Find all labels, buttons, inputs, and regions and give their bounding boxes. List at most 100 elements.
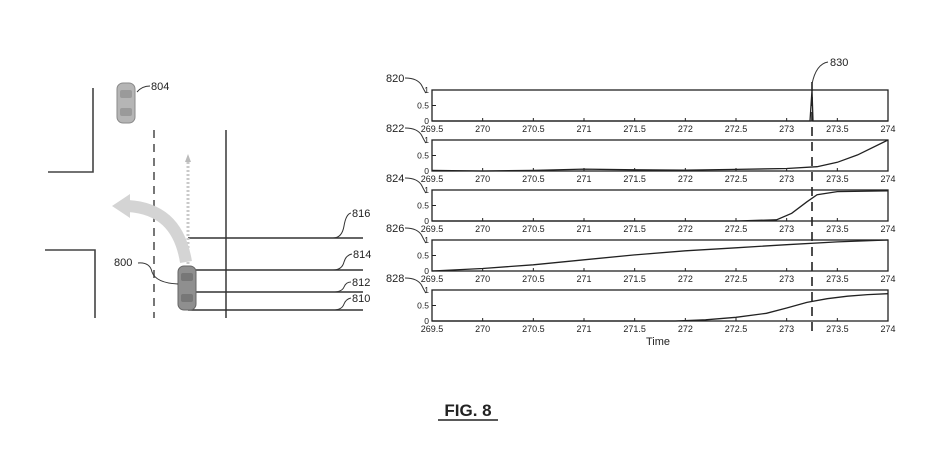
panel-826-leader — [404, 227, 427, 244]
panel-820-xtick-label: 271.5 — [623, 124, 646, 134]
panel-820-xtick-label: 270 — [475, 124, 490, 134]
panel-822-ref-label: 822 — [386, 123, 404, 135]
panel-826-xtick-label: 273 — [779, 274, 794, 284]
panel-824-xtick-label: 273 — [779, 224, 794, 234]
panel-824-xtick-label: 272 — [678, 224, 693, 234]
panel-828-xtick-label: 274 — [880, 324, 895, 334]
panel-828-ytick-label: 1 — [424, 285, 429, 295]
label-812: 812 — [352, 277, 370, 289]
turn-arrowhead-icon — [112, 194, 130, 218]
panel-828-xtick-label: 270.5 — [522, 324, 545, 334]
leader-816 — [332, 212, 352, 239]
panel-820-xtick-label: 270.5 — [522, 124, 545, 134]
label-800: 800 — [114, 257, 132, 269]
panel-824-xtick-label: 273.5 — [826, 224, 849, 234]
label-810: 810 — [352, 293, 370, 305]
x-axis-label: Time — [646, 336, 670, 348]
leader-804 — [136, 85, 151, 93]
panel-824-ytick-label: 0.5 — [417, 201, 429, 211]
turn-path-arrow — [127, 200, 192, 264]
panel-822-ytick-label: 0.5 — [417, 151, 429, 161]
leader-830 — [811, 61, 829, 85]
panel-820-xtick-label: 273 — [779, 124, 794, 134]
panel-828-xtick-label: 271 — [576, 324, 591, 334]
leader-814 — [332, 253, 353, 271]
panel-824-xtick-label: 270 — [475, 224, 490, 234]
figure-caption: FIG. 8 — [444, 401, 491, 420]
panel-828-xtick-label: 269.5 — [421, 324, 444, 334]
panel-822-xtick-label: 274 — [880, 174, 895, 184]
panel-822-ytick-label: 0 — [424, 166, 429, 176]
series-828-line — [432, 293, 889, 322]
panel-828-xtick-label: 273 — [779, 324, 794, 334]
panel-822-xtick-label: 271.5 — [623, 174, 646, 184]
vehicle-800-icon — [177, 265, 197, 311]
panel-820-ref-label: 820 — [386, 73, 404, 85]
series-824-line — [432, 190, 889, 222]
panel-822-xtick-label: 269.5 — [421, 174, 444, 184]
panel-824-xtick-label: 271 — [576, 224, 591, 234]
panel-828-ytick-label: 0.5 — [417, 301, 429, 311]
panel-826-ytick-label: 1 — [424, 235, 429, 245]
panel-824-xtick-label: 271.5 — [623, 224, 646, 234]
panel-824-xtick-label: 269.5 — [421, 224, 444, 234]
panel-820-ytick-label: 1 — [424, 85, 429, 95]
panel-824-ytick-label: 0 — [424, 216, 429, 226]
vehicle-804-icon — [116, 82, 136, 124]
panel-826-xtick-label: 270 — [475, 274, 490, 284]
panel-824-xtick-label: 274 — [880, 224, 895, 234]
panel-824-leader — [404, 177, 427, 194]
panel-826-xtick-label: 269.5 — [421, 274, 444, 284]
panel-826-ytick-label: 0 — [424, 266, 429, 276]
curb-top-left — [48, 88, 94, 173]
road-scene: 804 800 816 814 812 810 — [45, 81, 371, 318]
panel-822-xtick-label: 273 — [779, 174, 794, 184]
panel-820-xtick-label: 274 — [880, 124, 895, 134]
panel-826-xtick-label: 271 — [576, 274, 591, 284]
panel-822-xtick-label: 271 — [576, 174, 591, 184]
series-820-line — [432, 89, 888, 122]
panel-822-xtick-label: 272 — [678, 174, 693, 184]
panel-826-xtick-label: 273.5 — [826, 274, 849, 284]
panel-826-xtick-label: 271.5 — [623, 274, 646, 284]
panel-826-ytick-label: 0.5 — [417, 251, 429, 261]
panel-820-xtick-label: 269.5 — [421, 124, 444, 134]
panel-820-xtick-label: 271 — [576, 124, 591, 134]
panel-828-leader — [404, 277, 427, 294]
panel-822-xtick-label: 270.5 — [522, 174, 545, 184]
panel-824-ytick-label: 1 — [424, 185, 429, 195]
label-814: 814 — [353, 249, 371, 261]
curb-bottom-left — [45, 249, 96, 318]
panel-828-xtick-label: 273.5 — [826, 324, 849, 334]
series-826-line — [431, 239, 889, 272]
label-804: 804 — [151, 81, 169, 93]
panel-820-ytick-label: 0 — [424, 116, 429, 126]
panel-828-ytick-label: 0 — [424, 316, 429, 326]
label-830: 830 — [830, 57, 848, 69]
leader-812 — [332, 281, 352, 293]
panel-826-xtick-label: 272 — [678, 274, 693, 284]
panel-828-xtick-label: 272.5 — [725, 324, 748, 334]
panel-826-xtick-label: 270.5 — [522, 274, 545, 284]
panel-822-ytick-label: 1 — [424, 135, 429, 145]
panel-820-xtick-label: 272.5 — [725, 124, 748, 134]
panel-824-xtick-label: 272.5 — [725, 224, 748, 234]
panel-826-xtick-label: 274 — [880, 274, 895, 284]
panel-820-ytick-label: 0.5 — [417, 101, 429, 111]
panel-820-leader — [404, 77, 427, 94]
label-816: 816 — [352, 208, 370, 220]
leader-810 — [332, 297, 352, 311]
leader-800 — [137, 262, 179, 285]
panel-826-frame — [431, 239, 889, 272]
panel-824-xtick-label: 270.5 — [522, 224, 545, 234]
series-822-line — [431, 139, 889, 172]
panel-826-ref-label: 826 — [386, 223, 404, 235]
panel-828-xtick-label: 271.5 — [623, 324, 646, 334]
panel-828-xtick-label: 272 — [678, 324, 693, 334]
panel-824-ref-label: 824 — [386, 173, 404, 185]
panel-828-ref-label: 828 — [386, 273, 404, 285]
panel-822-xtick-label: 270 — [475, 174, 490, 184]
